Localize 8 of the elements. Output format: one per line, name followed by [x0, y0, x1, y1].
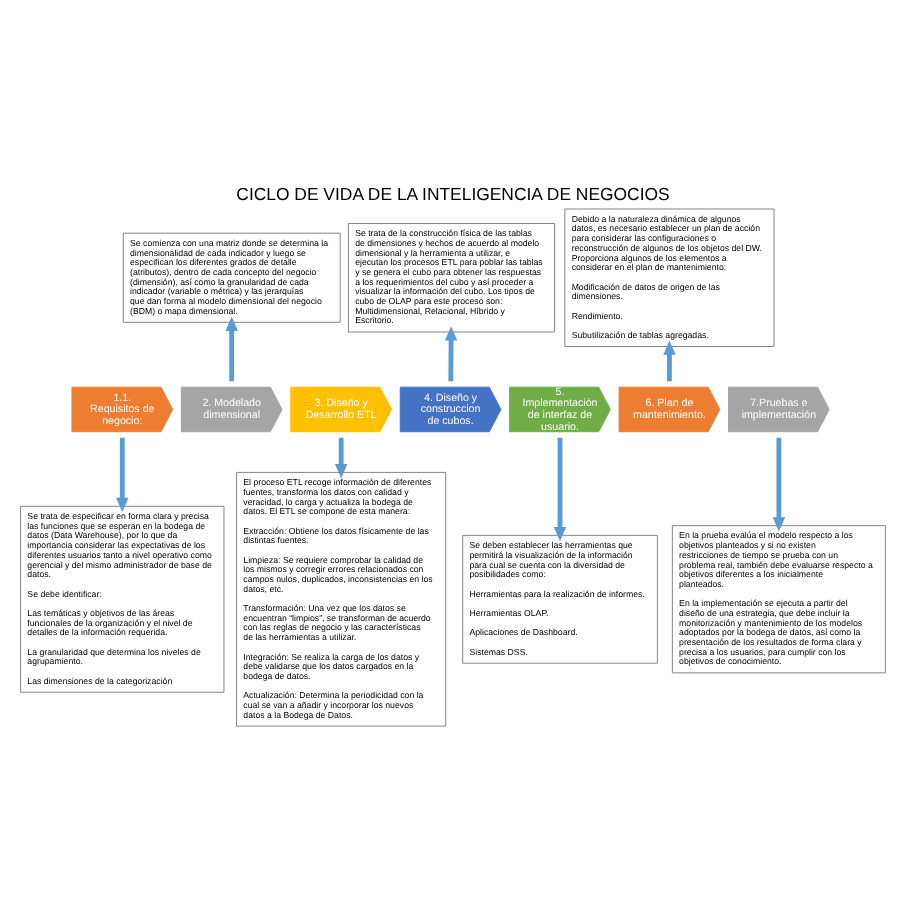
- arrow: [444, 325, 458, 381]
- arrow: [772, 436, 786, 531]
- arrow: [116, 436, 129, 512]
- arrow: [553, 436, 567, 541]
- diagram-title: CICLO DE VIDA DE LA INTELIGENCIA DE NEGOCIOS: [236, 182, 670, 203]
- arrow: [663, 339, 676, 381]
- arrow: [225, 315, 238, 381]
- arrow: [334, 436, 348, 478]
